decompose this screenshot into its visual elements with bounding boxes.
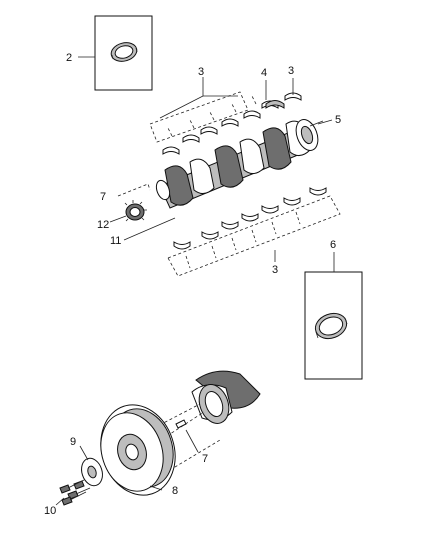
crankshaft-icon: 5 — [155, 114, 341, 209]
callout-9: 9 — [70, 436, 76, 448]
sprocket-gear-icon — [124, 200, 147, 222]
callout-7-upper: 7 — [100, 191, 106, 203]
callout-2: 2 — [66, 52, 72, 64]
half-shell-bearing-icon — [162, 92, 302, 155]
callout-8: 8 — [172, 485, 178, 497]
callout-3-right: 3 — [288, 65, 294, 77]
crankshaft-end-icon — [191, 370, 261, 424]
seal-box-6: 6 — [304, 239, 363, 380]
seal-box-2: 2 — [66, 15, 153, 91]
sprocket-group: 7 12 11 — [97, 183, 176, 247]
damper-pulley-icon — [100, 404, 176, 496]
damper-assembly: 7 8 9 10 — [44, 370, 261, 517]
callout-7-lower: 7 — [202, 453, 208, 465]
rear-seal-ring-icon — [110, 42, 138, 62]
half-shell-bearing-icon — [173, 187, 327, 250]
callout-4: 4 — [261, 67, 267, 79]
callout-5: 5 — [335, 114, 341, 126]
callout-6: 6 — [330, 239, 336, 251]
callout-3-upper: 3 — [198, 66, 204, 78]
callout-12: 12 — [97, 219, 109, 231]
front-seal-ring-icon — [314, 312, 348, 340]
lower-bearing-shells: 3 — [167, 187, 341, 277]
callout-11: 11 — [110, 235, 121, 247]
upper-bearing-shells: 3 4 3 — [149, 65, 302, 155]
callout-10: 10 — [44, 505, 56, 517]
bolt-icon — [59, 479, 91, 506]
callout-3-lower: 3 — [272, 264, 278, 276]
